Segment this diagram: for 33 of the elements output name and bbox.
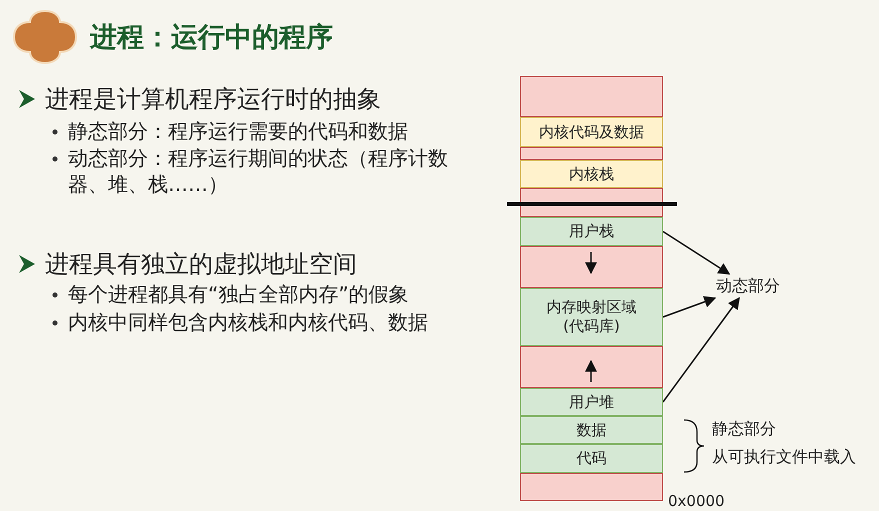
segment-label: 内存映射区域(代码库): [546, 298, 638, 336]
sub-bullet: 静态部分：程序运行需要的代码和数据: [68, 118, 408, 144]
memory-segment: [520, 416, 663, 444]
sub-bullet: 每个进程都具有“独占全部内存”的假象: [68, 281, 409, 307]
segment-label: 数据: [576, 420, 608, 440]
memory-segment: [520, 147, 663, 160]
memory-segment: [520, 117, 663, 147]
memory-segment: [520, 346, 663, 388]
arrow: [662, 230, 730, 275]
slide-title: 进程：运行中的程序: [90, 21, 333, 55]
memory-segment: [520, 246, 663, 288]
bullet-point: 进程是计算机程序运行时的抽象: [45, 84, 381, 115]
segment-label: 内核代码及数据: [538, 122, 645, 142]
segment-label: 用户栈: [568, 222, 615, 241]
memory-segment: [520, 217, 663, 246]
memory-segment: [520, 160, 663, 188]
segment-label: 用户堆: [568, 392, 615, 412]
memory-segment: [520, 444, 663, 473]
arrow: [662, 297, 740, 402]
memory-segment: [520, 288, 663, 346]
memory-segment: [520, 388, 663, 416]
annotation: 静态部分: [712, 419, 776, 440]
arrow: [662, 296, 716, 318]
segment-label: 代码: [576, 449, 608, 468]
segment-label: 内核栈: [568, 164, 615, 184]
annotation: 从可执行文件中载入: [712, 447, 856, 468]
bullet-point: 进程具有独立的虚拟地址空间: [45, 249, 357, 280]
memory-segment: [520, 76, 663, 117]
region-label: 动态部分: [716, 276, 780, 296]
sub-bullet: 内核中同样包含内核栈和内核代码、数据: [68, 309, 428, 335]
sub-bullet: 动态部分：程序运行期间的状态（程序计数器、堆、栈……）: [68, 145, 449, 197]
memory-segment: [520, 473, 663, 501]
address-label: 0x0000: [668, 492, 725, 511]
